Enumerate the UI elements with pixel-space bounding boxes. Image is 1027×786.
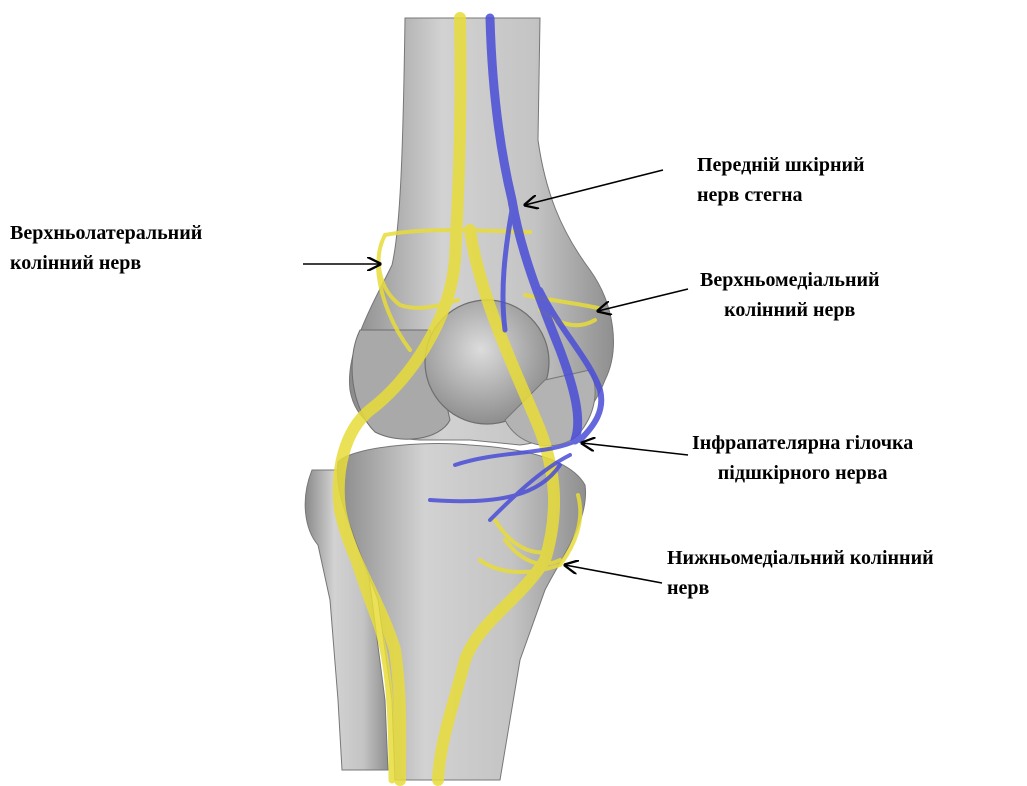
label-line: нерв стегна: [697, 180, 865, 210]
label-line: нерв: [667, 573, 934, 603]
label-line: колінний нерв: [700, 295, 880, 325]
label-superolateral-nerve: Верхньолатеральний колінний нерв: [10, 218, 202, 278]
label-line: Передній шкірний: [697, 150, 865, 180]
label-infrapatellar-branch: Інфрапателярна гілочка підшкірного нерва: [692, 428, 913, 488]
label-line: Верхньолатеральний: [10, 218, 202, 248]
label-line: колінний нерв: [10, 248, 202, 278]
label-line: Інфрапателярна гілочка: [692, 428, 913, 458]
label-line: Верхньомедіальний: [700, 265, 880, 295]
arrow-inferomedial: [565, 565, 662, 583]
arrow-infrapatellar: [582, 443, 688, 455]
label-inferomedial-nerve: Нижньомедіальний колінний нерв: [667, 543, 934, 603]
label-superomedial-nerve: Верхньомедіальний колінний нерв: [700, 265, 880, 325]
label-anterior-cutaneous-nerve: Передній шкірний нерв стегна: [697, 150, 865, 210]
label-line: Нижньомедіальний колінний: [667, 543, 934, 573]
label-line: підшкірного нерва: [692, 458, 913, 488]
arrow-superomedial: [598, 289, 688, 311]
